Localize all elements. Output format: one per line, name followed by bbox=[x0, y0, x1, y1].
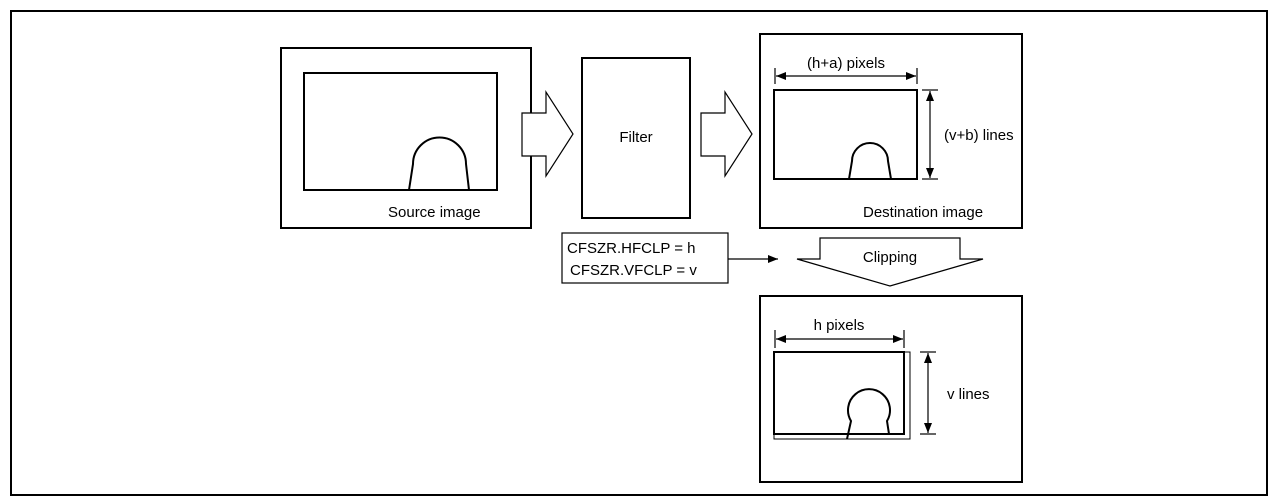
filter-label: Filter bbox=[619, 129, 652, 146]
source-image-panel: Source image bbox=[280, 47, 532, 229]
outer-frame bbox=[10, 10, 1268, 496]
register-hfclp-label: CFSZR.HFCLP = h bbox=[567, 240, 696, 257]
clipping-label: Clipping bbox=[863, 249, 917, 266]
filter-block: Filter bbox=[581, 57, 691, 219]
register-box bbox=[561, 232, 729, 284]
source-image-frame bbox=[280, 47, 532, 229]
dest-width-label: (h+a) pixels bbox=[807, 55, 885, 72]
clipped-image-panel: h pixels v lines bbox=[759, 295, 1023, 483]
clipping-step: Clipping bbox=[796, 237, 984, 287]
destination-image-frame bbox=[759, 33, 1023, 229]
hollow-arrow-source-to-filter bbox=[521, 89, 574, 179]
clipped-height-label: v lines bbox=[947, 386, 990, 403]
destination-person-silhouette bbox=[848, 142, 892, 180]
register-vfclp-label: CFSZR.VFCLP = v bbox=[570, 262, 697, 279]
clipped-image-frame bbox=[759, 295, 1023, 483]
clipped-width-label: h pixels bbox=[814, 317, 865, 334]
source-picture-frame bbox=[303, 72, 498, 191]
clipping-hollow-arrow bbox=[796, 237, 984, 287]
source-person-silhouette bbox=[408, 136, 470, 191]
destination-image-panel: (h+a) pixels (v+b) lines Destination ima… bbox=[759, 33, 1023, 229]
dest-height-label: (v+b) lines bbox=[944, 127, 1014, 144]
hollow-arrow-filter-to-destination bbox=[700, 89, 753, 179]
register-settings: CFSZR.HFCLP = h CFSZR.VFCLP = v bbox=[561, 232, 778, 284]
destination-picture-frame bbox=[773, 89, 918, 180]
filter-box bbox=[581, 57, 691, 219]
source-image-label: Source image bbox=[388, 204, 481, 221]
pre-clip-outline bbox=[773, 351, 911, 440]
clipped-person-silhouette bbox=[846, 388, 891, 440]
destination-image-label: Destination image bbox=[863, 204, 983, 221]
clipped-picture-frame bbox=[773, 351, 905, 435]
